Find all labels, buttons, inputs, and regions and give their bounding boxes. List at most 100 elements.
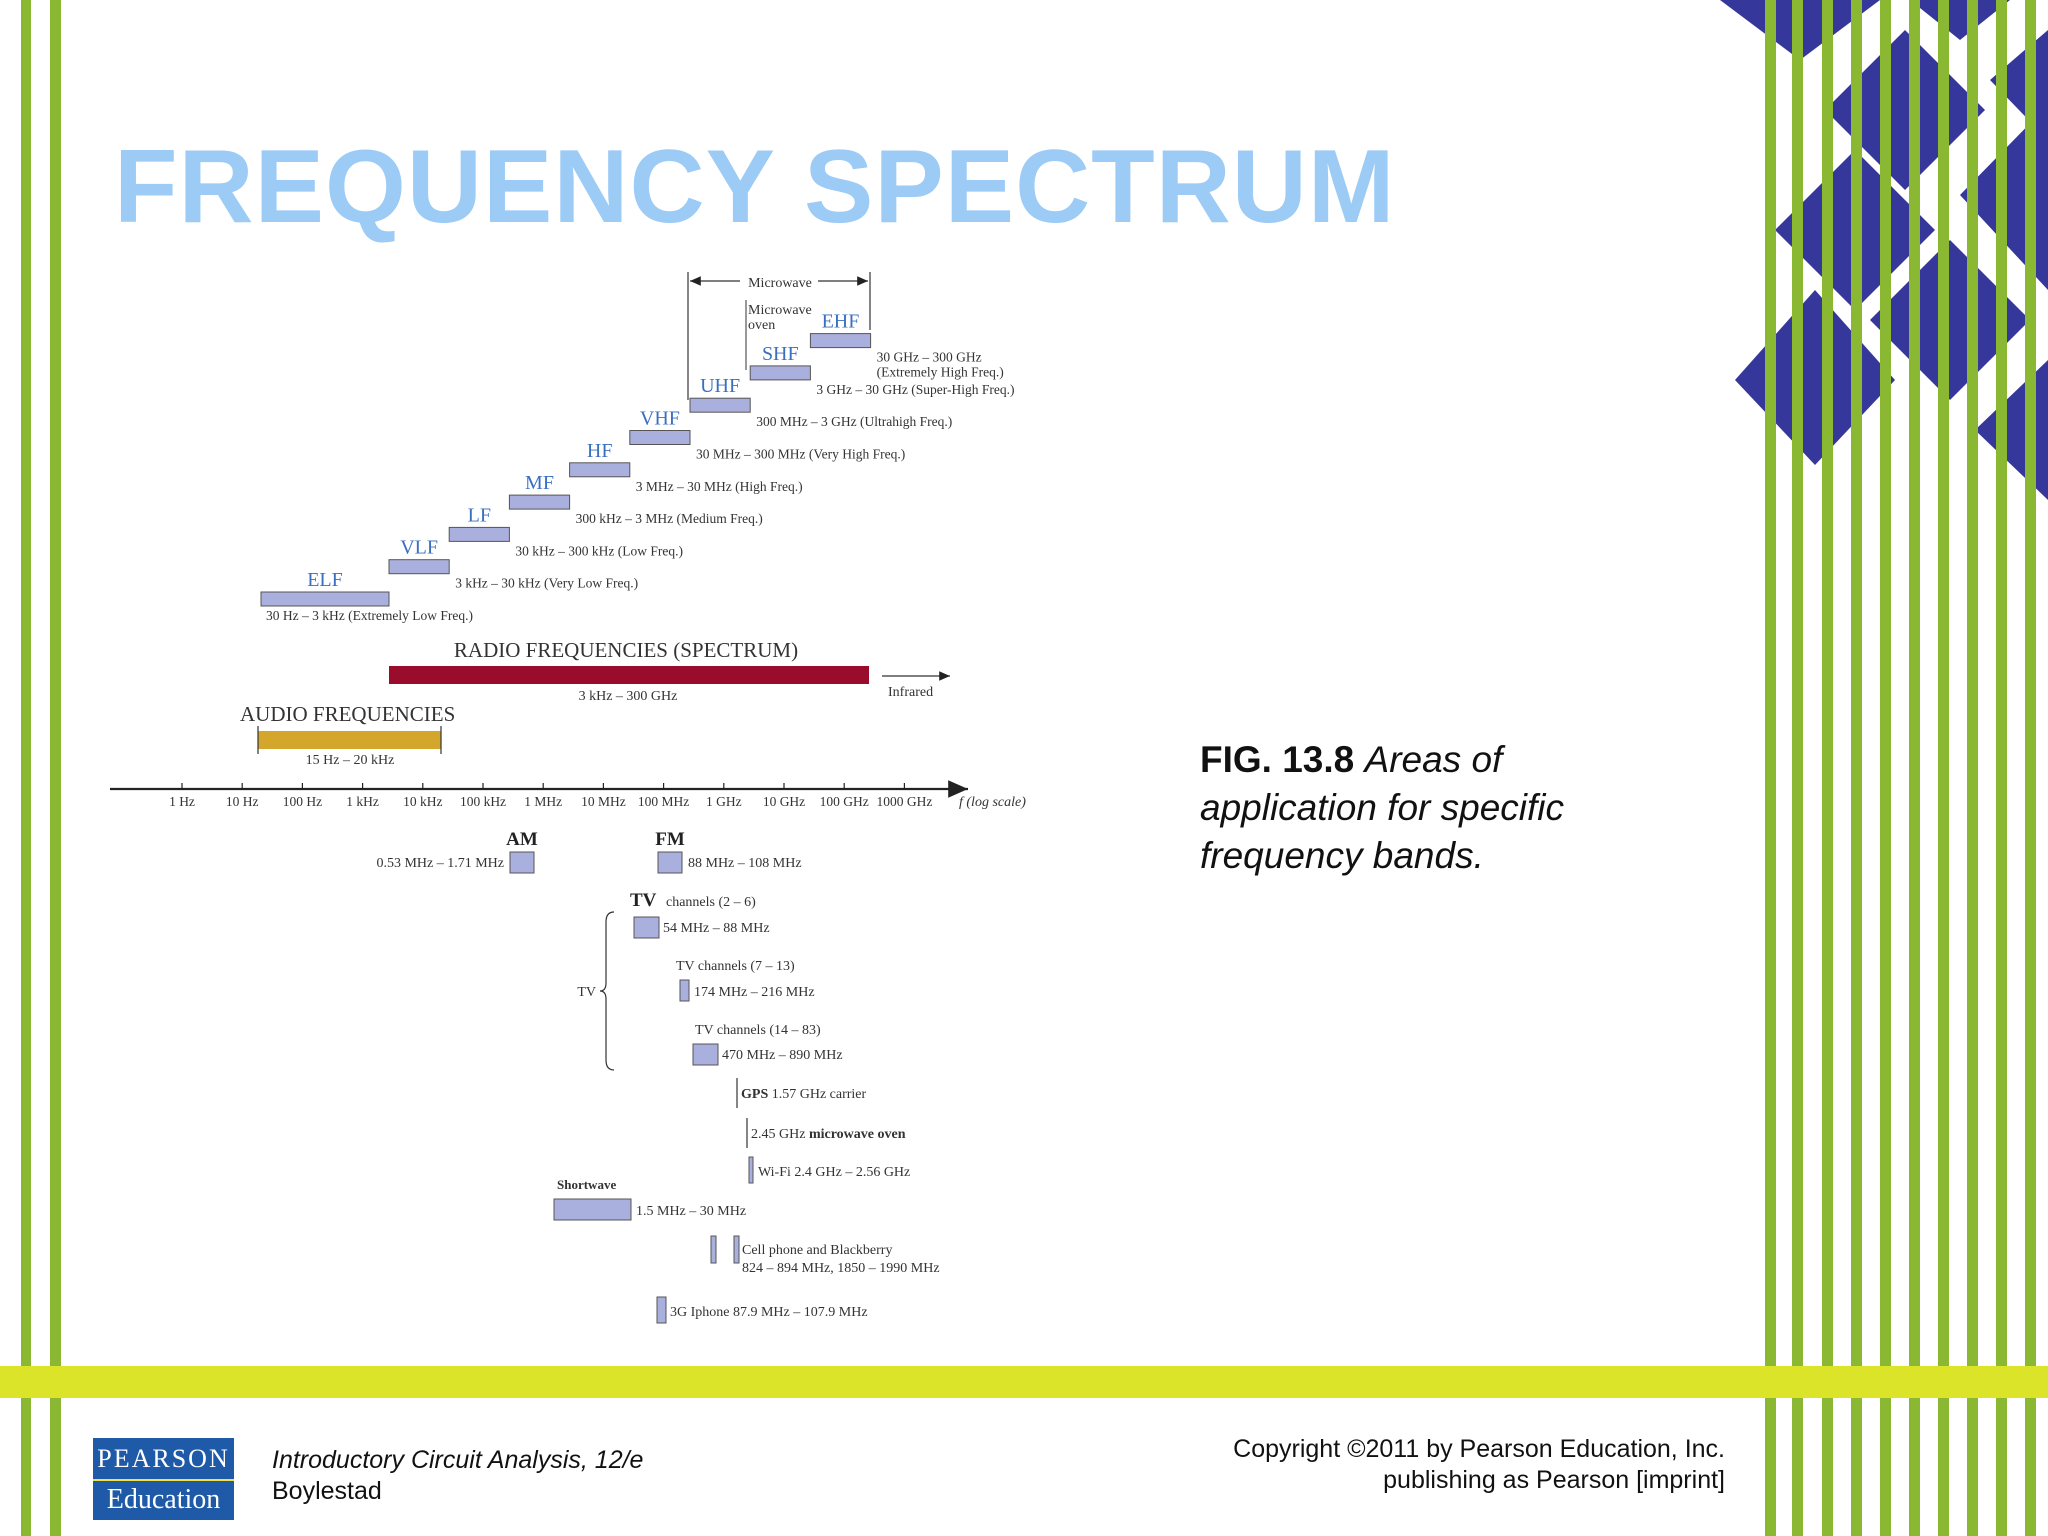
logo-divider bbox=[93, 1479, 234, 1481]
figure-number: FIG. 13.8 bbox=[1200, 739, 1355, 780]
cell-bar-2 bbox=[733, 1235, 740, 1264]
left-stripe-2 bbox=[50, 0, 61, 1536]
tv3-channels: TV channels (14 – 83) bbox=[695, 1023, 821, 1038]
band-label-lf: LF bbox=[468, 504, 491, 526]
band-label-hf: HF bbox=[587, 440, 613, 462]
radio-label: RADIO FREQUENCIES (SPECTRUM) bbox=[454, 638, 798, 662]
band-bar-vlf bbox=[388, 559, 450, 575]
radio-range: 3 kHz – 300 GHz bbox=[579, 689, 678, 704]
wifi-bar bbox=[748, 1156, 754, 1184]
shortwave-bar bbox=[553, 1198, 632, 1221]
axis-tick-label: 100 Hz bbox=[283, 794, 322, 809]
tv2-bar bbox=[679, 979, 690, 1002]
right-stripe bbox=[1880, 0, 1891, 1536]
band-bar-mf bbox=[508, 494, 571, 510]
band-range-ehf: 30 GHz – 300 GHz bbox=[877, 350, 982, 365]
right-stripes bbox=[1765, 0, 2036, 1536]
infrared-label: Infrared bbox=[888, 685, 933, 700]
axis-tick-label: 1 GHz bbox=[706, 794, 742, 809]
band-label-elf: ELF bbox=[307, 569, 343, 591]
axis-tick-label: 10 kHz bbox=[403, 794, 442, 809]
axis-unit: f (log scale) bbox=[959, 795, 1026, 810]
axis-tick-label: 1 kHz bbox=[346, 794, 379, 809]
tv1-label: TV bbox=[630, 890, 657, 911]
gps-text: GPS 1.57 GHz carrier bbox=[741, 1087, 867, 1102]
band-bar-elf bbox=[260, 591, 390, 607]
axis-tick-label: 1 MHz bbox=[524, 794, 562, 809]
cell-bar-1 bbox=[710, 1235, 717, 1264]
copyright-line-2: publishing as Pearson [imprint] bbox=[1383, 1466, 1725, 1494]
band-label-uhf: UHF bbox=[700, 375, 740, 397]
page-title: FREQUENCY SPECTRUM bbox=[114, 129, 1396, 245]
tv-bracket bbox=[599, 911, 615, 1071]
tv1-bar bbox=[633, 916, 660, 939]
am-bar bbox=[509, 851, 535, 874]
radio-bar bbox=[389, 666, 869, 684]
tv1-channels: channels (2 – 6) bbox=[666, 895, 756, 910]
right-stripe bbox=[1822, 0, 1833, 1536]
tv2-range: 174 MHz – 216 MHz bbox=[694, 985, 815, 1000]
oven-text: 2.45 GHz microwave oven bbox=[751, 1127, 906, 1142]
audio-range: 15 Hz – 20 kHz bbox=[306, 753, 395, 768]
axis-tick-label: 10 GHz bbox=[763, 794, 805, 809]
axis-tick-label: 10 Hz bbox=[226, 794, 259, 809]
band-bar-uhf bbox=[689, 397, 751, 413]
band-range-uhf: 300 MHz – 3 GHz (Ultrahigh Freq.) bbox=[756, 414, 952, 429]
cell-line-2: 824 – 894 MHz, 1850 – 1990 MHz bbox=[742, 1261, 940, 1276]
microwave-label: Microwave bbox=[748, 276, 812, 291]
right-stripe bbox=[1996, 0, 2007, 1536]
logo-top-text: PEARSON bbox=[97, 1444, 230, 1473]
band-range-mf: 300 kHz – 3 MHz (Medium Freq.) bbox=[576, 511, 763, 526]
right-stripe bbox=[1909, 0, 1920, 1536]
band-bar-lf bbox=[448, 526, 510, 542]
band-bar-ehf bbox=[809, 333, 872, 349]
axis-tick-label: 1000 GHz bbox=[876, 794, 932, 809]
audio-bar bbox=[258, 731, 441, 749]
wifi-text: Wi-Fi 2.4 GHz – 2.56 GHz bbox=[758, 1165, 910, 1180]
right-stripe bbox=[1792, 0, 1803, 1536]
right-stripe bbox=[1765, 0, 1776, 1536]
book-info: Introductory Circuit Analysis, 12/e Boyl… bbox=[272, 1445, 643, 1507]
tv1-range: 54 MHz – 88 MHz bbox=[663, 921, 770, 936]
figure-caption-text: Areas of application for specific freque… bbox=[1200, 739, 1565, 876]
am-range: 0.53 MHz – 1.71 MHz bbox=[376, 856, 504, 871]
band-range-shf: 3 GHz – 30 GHz (Super-High Freq.) bbox=[816, 382, 1014, 397]
axis-tick-label: 1 Hz bbox=[169, 794, 195, 809]
band-label-vlf: VLF bbox=[400, 537, 438, 559]
axis-tick-label: 100 GHz bbox=[820, 794, 869, 809]
right-stripe bbox=[1938, 0, 1949, 1536]
pearson-logo: PEARSON Education bbox=[93, 1438, 234, 1520]
tv2-channels: TV channels (7 – 13) bbox=[676, 959, 795, 974]
band-label-shf: SHF bbox=[762, 343, 799, 365]
cell-line-1: Cell phone and Blackberry bbox=[742, 1243, 892, 1258]
band-label-ehf: EHF bbox=[822, 311, 860, 333]
iphone-text: 3G Iphone 87.9 MHz – 107.9 MHz bbox=[670, 1305, 868, 1320]
band-range-vlf: 3 kHz – 30 kHz (Very Low Freq.) bbox=[455, 576, 638, 591]
fm-bar bbox=[657, 851, 683, 874]
footer-band bbox=[0, 1366, 2048, 1398]
diamond bbox=[1910, 0, 2010, 40]
am-label: AM bbox=[506, 829, 538, 850]
right-stripe bbox=[1967, 0, 1978, 1536]
tv3-bar bbox=[692, 1043, 719, 1066]
fm-label: FM bbox=[655, 829, 685, 850]
copyright: Copyright ©2011 by Pearson Education, In… bbox=[1233, 1434, 1725, 1496]
axis-tick-label: 100 kHz bbox=[460, 794, 506, 809]
copyright-line-1: Copyright ©2011 by Pearson Education, In… bbox=[1233, 1435, 1725, 1463]
right-stripe bbox=[1851, 0, 1862, 1536]
audio-label: AUDIO FREQUENCIES bbox=[240, 702, 455, 726]
logo-bottom-text: Education bbox=[106, 1484, 221, 1515]
tv3-range: 470 MHz – 890 MHz bbox=[722, 1048, 843, 1063]
band-range-elf: 30 Hz – 3 kHz (Extremely Low Freq.) bbox=[266, 608, 473, 623]
tv-bracket-label: TV bbox=[577, 985, 596, 1000]
book-title: Introductory Circuit Analysis, 12/e bbox=[272, 1446, 644, 1474]
band-range2-ehf: (Extremely High Freq.) bbox=[877, 365, 1004, 380]
band-staircase: ELF 30 Hz – 3 kHz (Extremely Low Freq.) VL… bbox=[260, 311, 1014, 623]
band-label-vhf: VHF bbox=[640, 408, 680, 430]
band-bar-shf bbox=[749, 365, 811, 381]
right-stripe bbox=[2025, 0, 2036, 1536]
fm-range: 88 MHz – 108 MHz bbox=[688, 856, 802, 871]
oven-label-1: Microwave bbox=[748, 303, 812, 318]
